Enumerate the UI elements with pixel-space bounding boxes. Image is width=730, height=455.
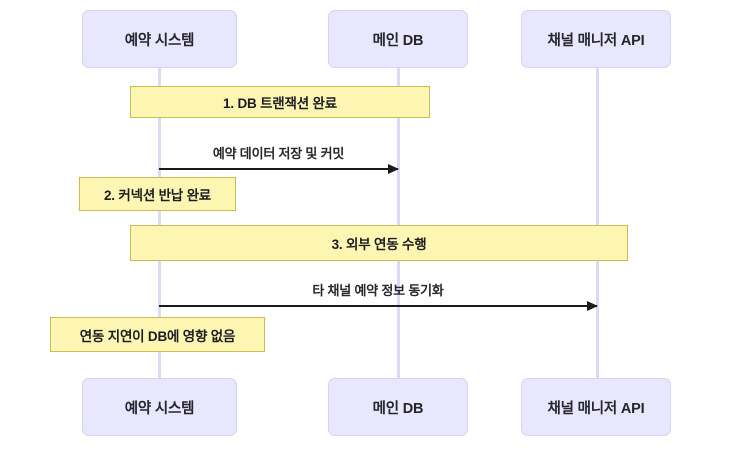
arrowhead-icon bbox=[388, 163, 399, 174]
message-line bbox=[159, 168, 398, 170]
participant-label: 메인 DB bbox=[372, 32, 424, 49]
participant-main-db-bottom[interactable]: 메인 DB bbox=[328, 378, 468, 436]
participant-label: 채널 매니저 API bbox=[547, 32, 645, 49]
note-external-integration[interactable]: 3. 외부 연동 수행 bbox=[130, 225, 628, 261]
participant-main-db-top[interactable]: 메인 DB bbox=[328, 10, 468, 68]
participant-booking-system-top[interactable]: 예약 시스템 bbox=[82, 10, 237, 68]
note-label: 연동 지연이 DB에 영향 없음 bbox=[79, 328, 236, 344]
message-label: 예약 데이터 저장 및 커밋 bbox=[212, 146, 345, 161]
message-line bbox=[159, 305, 597, 307]
participant-label: 메인 DB bbox=[372, 400, 424, 417]
participant-label: 채널 매니저 API bbox=[547, 400, 645, 417]
participant-label: 예약 시스템 bbox=[124, 32, 195, 49]
participant-channel-manager-api-bottom[interactable]: 채널 매니저 API bbox=[521, 378, 671, 436]
note-connection-released[interactable]: 2. 커넥션 반납 완료 bbox=[79, 177, 236, 211]
note-db-transaction-complete[interactable]: 1. DB 트랜잭션 완료 bbox=[130, 86, 430, 118]
note-label: 3. 외부 연동 수행 bbox=[331, 237, 427, 252]
message-label: 타 채널 예약 정보 동기화 bbox=[312, 283, 444, 298]
lifeline-main-db bbox=[397, 68, 400, 378]
lifeline-channel-manager-api bbox=[596, 68, 599, 378]
lifeline-booking-system bbox=[158, 68, 161, 378]
participant-label: 예약 시스템 bbox=[124, 400, 195, 417]
note-delay-no-db-impact[interactable]: 연동 지연이 DB에 영향 없음 bbox=[50, 317, 265, 352]
participant-booking-system-bottom[interactable]: 예약 시스템 bbox=[82, 378, 237, 436]
participant-channel-manager-api-top[interactable]: 채널 매니저 API bbox=[521, 10, 671, 68]
arrowhead-icon bbox=[587, 300, 598, 311]
note-label: 2. 커넥션 반납 완료 bbox=[103, 188, 212, 203]
note-label: 1. DB 트랜잭션 완료 bbox=[223, 96, 337, 111]
